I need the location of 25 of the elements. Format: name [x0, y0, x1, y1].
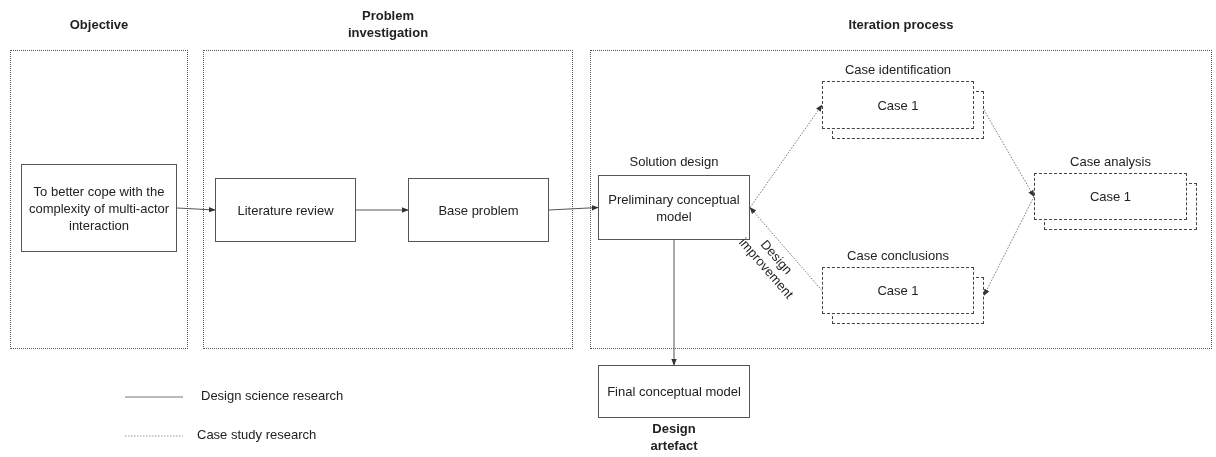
box-heading: Case conclusions	[847, 247, 949, 264]
process-box: To better cope with the complexity of multi-actor interaction	[21, 164, 177, 252]
dotted-arrow	[983, 109, 1035, 198]
case-card: Case 1	[1034, 173, 1187, 220]
dotted-arrow	[749, 206, 823, 291]
box-caption: Design artefact	[649, 420, 699, 454]
section-heading: Iteration process	[847, 15, 955, 33]
process-box: Final conceptual model	[598, 365, 750, 418]
legend-text: Case study research	[197, 427, 317, 442]
case-card: Case 1	[822, 267, 974, 314]
process-box: Literature review	[215, 178, 356, 242]
case-card: Case 1	[822, 81, 974, 129]
process-box: Base problem	[408, 178, 549, 242]
dotted-arrow	[983, 196, 1035, 297]
dotted-arrow	[749, 104, 823, 208]
box-heading: Case identification	[844, 61, 952, 78]
box-heading: Case analysis	[1070, 153, 1151, 170]
legend-text: Design science research	[201, 388, 344, 403]
arrow	[671, 239, 677, 366]
section-heading: Objective	[68, 15, 130, 33]
section-heading: Problem investigation	[346, 7, 430, 41]
arrow	[355, 207, 409, 213]
arrow	[176, 206, 216, 213]
box-heading: Solution design	[629, 153, 719, 170]
arrow	[548, 205, 599, 211]
